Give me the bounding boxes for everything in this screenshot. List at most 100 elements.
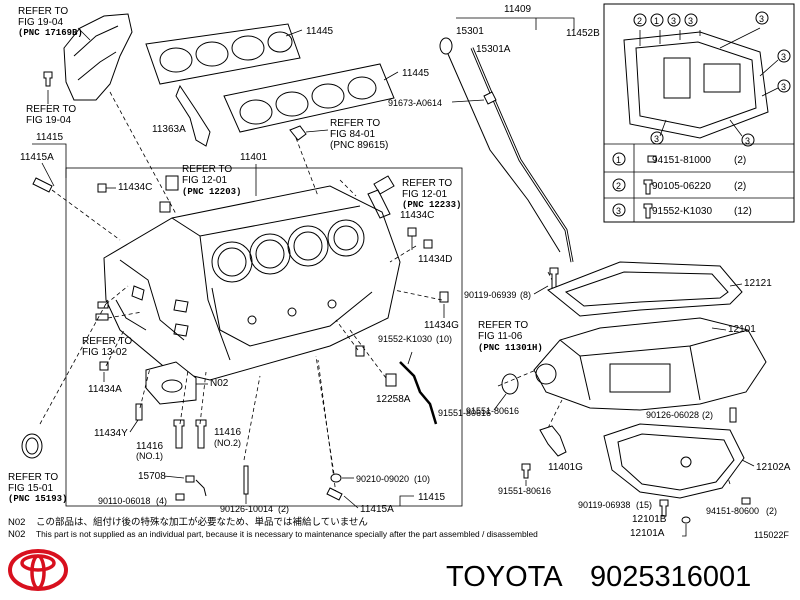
svg-text:12101B: 12101B bbox=[632, 514, 667, 525]
row-qty: (2) bbox=[734, 155, 746, 166]
svg-text:12258A: 12258A bbox=[376, 394, 411, 405]
svg-text:11434A: 11434A bbox=[88, 384, 122, 395]
svg-text:11434C: 11434C bbox=[118, 182, 152, 193]
row-num: 1 bbox=[616, 155, 621, 165]
row-qty: (12) bbox=[734, 206, 752, 217]
row-num: 2 bbox=[616, 181, 621, 191]
svg-text:115022F: 115022F bbox=[754, 530, 789, 540]
head-gasket-part bbox=[223, 63, 395, 133]
part-number: 9025316001 bbox=[590, 561, 751, 593]
svg-text:11415: 11415 bbox=[36, 132, 64, 143]
svg-text:REFER TO: REFER TO bbox=[402, 178, 452, 189]
svg-text:3: 3 bbox=[671, 16, 676, 26]
row-part: 90105-06220 bbox=[652, 181, 711, 192]
stud-bolt-icon bbox=[326, 487, 343, 501]
plug-icon bbox=[135, 403, 143, 421]
oil-pan-upper-part bbox=[533, 317, 767, 411]
bearing-cap-part bbox=[145, 361, 197, 405]
svg-text:11434G: 11434G bbox=[424, 320, 459, 331]
oil-pan-lower-part bbox=[603, 423, 745, 499]
plug-icon bbox=[99, 361, 109, 371]
svg-text:15708: 15708 bbox=[138, 471, 166, 482]
table-row: 1 94151-81000 (2) bbox=[612, 152, 746, 166]
svg-text:REFER TO: REFER TO bbox=[82, 336, 132, 347]
dipstick-part bbox=[439, 37, 574, 263]
plug-icon bbox=[741, 497, 751, 505]
oil-pan-top-view-icon bbox=[623, 27, 779, 139]
head-gasket-part bbox=[145, 23, 301, 85]
svg-text:11452B: 11452B bbox=[566, 28, 600, 39]
table-row: 3 91552-K1030 (12) bbox=[612, 203, 752, 219]
row-num: 3 bbox=[616, 206, 621, 216]
svg-text:12101: 12101 bbox=[728, 324, 756, 335]
o-ring-icon bbox=[501, 373, 519, 395]
row-part: 91552-K1030 bbox=[652, 206, 712, 217]
svg-text:(2): (2) bbox=[702, 410, 713, 420]
svg-text:11415A: 11415A bbox=[20, 152, 54, 163]
svg-text:11415A: 11415A bbox=[360, 504, 394, 515]
table-row: 2 90105-06220 (2) bbox=[612, 178, 746, 195]
svg-text:3: 3 bbox=[759, 14, 764, 24]
svg-text:11363A: 11363A bbox=[152, 124, 186, 135]
svg-text:(4): (4) bbox=[156, 496, 167, 506]
main-bolt-icon bbox=[173, 419, 185, 449]
note-en: This part is not supplied as an individu… bbox=[36, 529, 538, 539]
svg-text:90126-10014: 90126-10014 bbox=[220, 504, 273, 514]
plug-icon bbox=[95, 313, 109, 321]
svg-text:(PNC 11301H): (PNC 11301H) bbox=[478, 343, 543, 353]
drain-icon bbox=[185, 475, 195, 483]
svg-text:3: 3 bbox=[654, 134, 659, 144]
bolt-icon bbox=[483, 91, 497, 105]
svg-text:91552-K1030: 91552-K1030 bbox=[378, 334, 432, 344]
svg-text:3: 3 bbox=[781, 52, 786, 62]
svg-text:REFER TO: REFER TO bbox=[8, 472, 58, 483]
bolt-icon bbox=[549, 267, 559, 289]
svg-text:(10): (10) bbox=[414, 474, 430, 484]
plug-icon bbox=[439, 291, 449, 303]
svg-text:94151-80600: 94151-80600 bbox=[706, 506, 759, 516]
note-code: N02 bbox=[8, 529, 25, 540]
svg-text:90119-06938: 90119-06938 bbox=[578, 500, 630, 510]
fitting-icon bbox=[385, 373, 397, 387]
toyota-logo-icon bbox=[8, 549, 68, 591]
bolt-icon bbox=[355, 345, 365, 357]
svg-text:N02: N02 bbox=[210, 378, 229, 389]
washer-icon bbox=[681, 516, 691, 524]
svg-text:(2): (2) bbox=[766, 506, 777, 516]
svg-text:11445: 11445 bbox=[306, 26, 334, 37]
svg-text:(NO.1): (NO.1) bbox=[136, 451, 163, 461]
timing-cover-part bbox=[63, 13, 133, 101]
svg-text:REFER TO: REFER TO bbox=[330, 118, 380, 129]
svg-text:FIG 11-06: FIG 11-06 bbox=[478, 331, 523, 342]
brand-name: TOYOTA bbox=[446, 561, 563, 593]
bolt-icon bbox=[43, 71, 53, 87]
sleeve-icon bbox=[373, 175, 395, 195]
bracket-part bbox=[175, 84, 211, 147]
svg-text:FIG 84-01: FIG 84-01 bbox=[330, 129, 375, 140]
row-qty: (2) bbox=[734, 181, 746, 192]
svg-text:FIG 19-04: FIG 19-04 bbox=[26, 115, 71, 126]
svg-text:(2): (2) bbox=[278, 504, 289, 514]
svg-text:3: 3 bbox=[688, 16, 693, 26]
svg-text:90110-06018: 90110-06018 bbox=[98, 496, 150, 506]
svg-text:(PNC 17169B): (PNC 17169B) bbox=[18, 28, 83, 38]
engine-block-frame bbox=[65, 167, 463, 507]
svg-text:2: 2 bbox=[637, 16, 642, 26]
svg-text:90126-06028: 90126-06028 bbox=[646, 410, 699, 420]
stud-icon bbox=[243, 465, 249, 495]
note-jp: この部品は、組付け後の特殊な加工が必要なため、単品では補給していません bbox=[36, 516, 368, 528]
svg-text:FIG 13-02: FIG 13-02 bbox=[82, 347, 127, 358]
svg-text:(15): (15) bbox=[636, 500, 652, 510]
svg-text:91551-80616: 91551-80616 bbox=[466, 406, 519, 416]
svg-text:(PNC 15193): (PNC 15193) bbox=[8, 494, 67, 504]
svg-text:REFER TO: REFER TO bbox=[26, 104, 76, 115]
svg-text:91551-80616: 91551-80616 bbox=[498, 486, 551, 496]
svg-text:FIG 12-01: FIG 12-01 bbox=[182, 175, 227, 186]
plug-icon bbox=[97, 301, 109, 309]
svg-text:3: 3 bbox=[781, 82, 786, 92]
strainer-part bbox=[539, 425, 567, 457]
bolt-icon bbox=[521, 463, 531, 479]
svg-text:FIG 12-01: FIG 12-01 bbox=[402, 189, 447, 200]
main-bolt-icon bbox=[195, 419, 207, 449]
